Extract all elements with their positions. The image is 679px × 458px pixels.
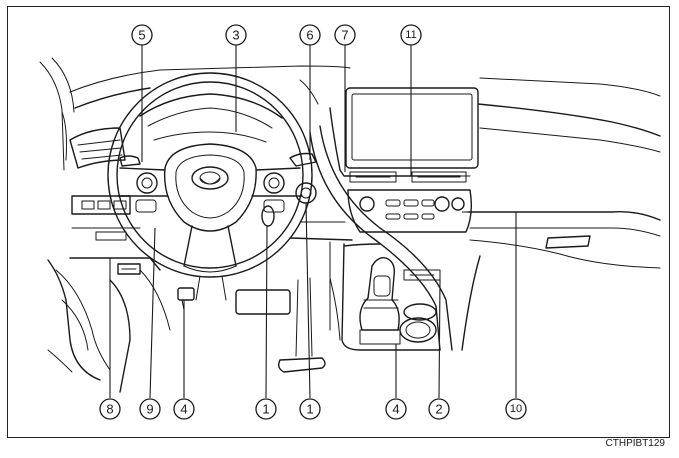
svg-text:10: 10 <box>510 403 522 415</box>
figure-code: CTHPIBT129 <box>606 438 666 449</box>
svg-text:9: 9 <box>146 402 153 417</box>
callout-3: 3 <box>225 24 247 46</box>
svg-text:8: 8 <box>106 402 113 417</box>
callout-1-right: 1 <box>299 398 321 420</box>
svg-text:4: 4 <box>180 402 187 417</box>
callout-4-right: 4 <box>385 398 407 420</box>
callout-11: 11 <box>400 24 422 46</box>
callout-2: 2 <box>428 398 450 420</box>
svg-text:2: 2 <box>435 402 442 417</box>
callout-10: 10 <box>505 398 527 420</box>
svg-text:6: 6 <box>306 28 313 43</box>
svg-text:7: 7 <box>341 28 348 43</box>
svg-text:1: 1 <box>306 402 313 417</box>
callout-8: 8 <box>99 398 121 420</box>
svg-text:5: 5 <box>138 28 145 43</box>
svg-text:11: 11 <box>405 29 416 41</box>
callout-6: 6 <box>299 24 321 46</box>
svg-text:4: 4 <box>392 402 399 417</box>
callout-7: 7 <box>334 24 356 46</box>
svg-text:3: 3 <box>232 28 239 43</box>
dashboard-drawing <box>39 57 661 393</box>
figure-frame <box>7 6 670 438</box>
callout-5: 5 <box>131 24 153 46</box>
callout-9: 9 <box>139 398 161 420</box>
leader-lines <box>109 44 517 399</box>
callout-1-left: 1 <box>255 398 277 420</box>
callout-4-left: 4 <box>173 398 195 420</box>
svg-text:1: 1 <box>262 402 269 417</box>
